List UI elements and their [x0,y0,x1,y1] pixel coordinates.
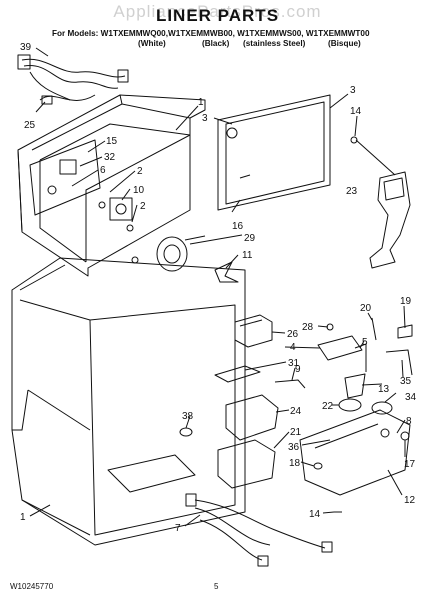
leader-lines [29,47,406,527]
callout-4: 4 [290,342,296,353]
callout-1a: 1 [198,97,204,108]
bottom-bracket [299,409,411,496]
callout-3b: 3 [350,85,356,96]
callout-17: 17 [404,459,416,470]
callout-26: 26 [287,329,299,340]
callout-9-visible: 9 [295,364,301,375]
callout-12: 12 [404,495,416,506]
color-black: (Black) [202,39,230,48]
callout-14b: 14 [309,509,321,520]
watermark: AppliancePartsPros.com [113,2,322,21]
callout-34: 34 [405,392,417,403]
callout-18: 18 [289,458,301,469]
callout-3a: 3 [202,113,208,124]
color-white: (White) [138,39,166,48]
callout-7: 7 [175,523,181,534]
clip-14 [350,136,358,144]
callout-10: 10 [133,185,145,196]
page-title: LINER PARTS [155,6,280,25]
callout-38: 38 [182,411,194,422]
callout-22: 22 [322,401,334,412]
bearing-34 [371,401,393,415]
callout-5: 5 [362,337,368,348]
callout-21: 21 [290,427,302,438]
callout-8: 8 [406,416,412,427]
callout-23: 23 [346,186,358,197]
fan-shroud [131,235,206,272]
callout-15: 15 [106,136,118,147]
callout-19: 19 [400,296,412,307]
callout-24: 24 [290,406,302,417]
small-parts [344,317,413,399]
callout-2a: 2 [137,166,143,177]
part-18 [313,462,323,470]
panel-4 [317,335,363,361]
crisper-handle [369,171,411,269]
callout-11: 11 [242,250,253,261]
fan-blade [214,261,239,283]
fresh-food-liner [11,257,246,546]
callout-6: 6 [100,165,106,176]
callout-39: 39 [20,42,32,53]
footer-page-number: 5 [214,582,219,591]
cap-38 [179,427,193,437]
callout-20: 20 [360,303,372,314]
callout-1b: 1 [20,512,26,523]
callout-13: 13 [378,384,390,395]
callout-29: 29 [244,233,256,244]
rod-9 [274,379,306,389]
control-housing [29,139,101,216]
wire-harness-top [17,54,129,105]
bracket-31 [214,365,261,383]
light-assembly [234,314,334,348]
callout-32: 32 [104,152,116,163]
callout-numbers: 39 25 15 32 6 2 10 2 1 3 3 14 23 16 29 1… [20,42,417,534]
callout-31: 31 [288,358,300,369]
footer-doc-number: W10245770 [10,582,54,591]
color-stainless: (stainless Steel) [243,39,306,48]
models-line: For Models: W1TXEMMWQ00,W1TXEMMWB00, W1T… [52,29,370,38]
callout-16: 16 [232,221,244,232]
callout-14a: 14 [350,106,362,117]
callout-35: 35 [400,376,412,387]
wire-harness-bottom [185,493,333,567]
rear-panel [217,94,331,211]
bearing-22 [338,398,362,412]
callout-25: 25 [24,120,36,131]
callout-2b: 2 [140,201,146,212]
callout-36: 36 [288,442,300,453]
callout-28: 28 [302,322,314,333]
color-bisque: (Bisque) [328,39,361,48]
freezer-liner [17,94,206,277]
shelf-supports [217,394,279,489]
thermostat [98,197,134,232]
